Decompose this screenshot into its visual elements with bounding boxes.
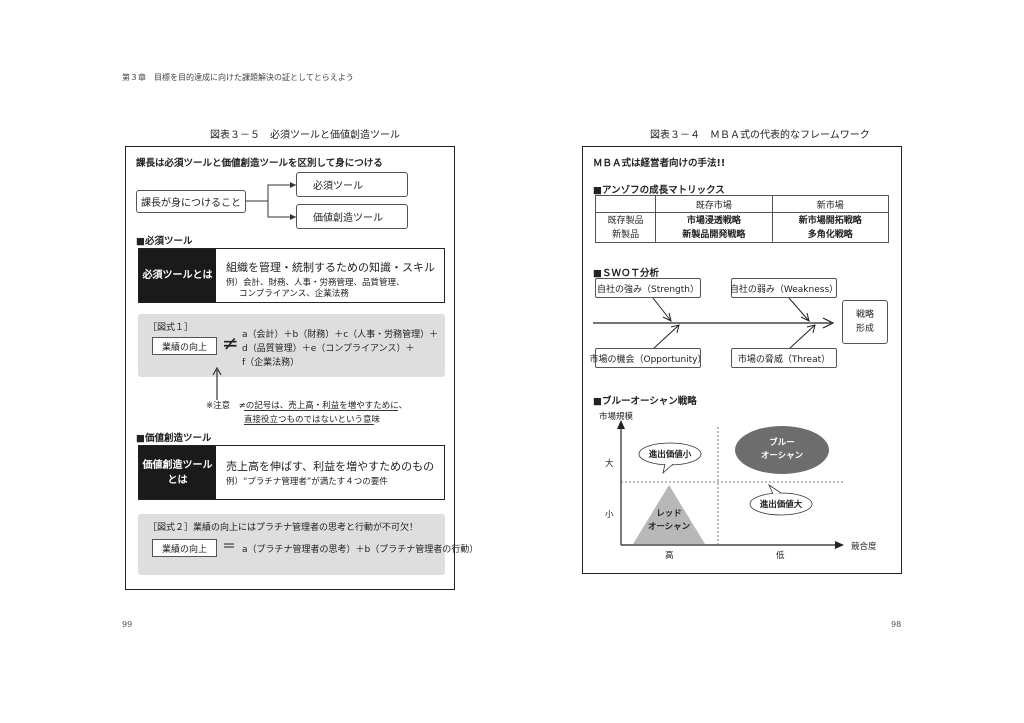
blue-ocean-line-1: ブルー — [769, 438, 795, 448]
essential-example-1: 例）会計、財務、人事・労務管理、品質管理、 — [226, 278, 405, 288]
note-underline-2 — [244, 424, 374, 425]
note-arrow — [212, 366, 222, 400]
note-line-2: 直接役立つものではないという意味 — [244, 415, 381, 425]
ansoff-row-labels: 既存製品 新製品 — [594, 212, 657, 243]
figure-1-line-3: f（企業法務） — [242, 358, 300, 368]
value-definition-box: 価値創造ツール とは 売上高を伸ばす、利益を増やすためのもの 例）“プラチナ管理… — [138, 445, 445, 500]
bubble-high-value: 進出価値大 — [759, 500, 803, 510]
figure-2-panel: ［図式２］業績の向上にはプラチナ管理者の思考と行動が不可欠！ 業績の向上 ＝ a… — [138, 514, 478, 575]
left-figure-title: 図表３－５ 必須ツールと価値創造ツール — [210, 130, 400, 141]
blue-ocean-line-2: オーシャン — [760, 451, 804, 461]
figure-2-formula: a（プラチナ管理者の思考）＋b（プラチナ管理者の行動） — [242, 545, 479, 555]
left-heading: 課長は必須ツールと価値創造ツールを区別して身につける — [136, 158, 383, 169]
blue-ocean-label: ブルー オーシャン — [735, 437, 829, 463]
market-development: 新市場開拓戦略 — [798, 215, 862, 226]
ansoff-matrix: 既存市場 新市場 既存製品 新製品 市場浸透戦略 新製品開発戦略 新市場開拓戦略… — [594, 195, 890, 243]
blue-ocean-chart — [617, 420, 845, 549]
ansoff-new-market-cells: 新市場開拓戦略 多角化戦略 — [771, 212, 890, 243]
ansoff-row-existing-product: 既存製品 — [607, 215, 644, 226]
swot-fishbone — [593, 297, 835, 350]
x-high-label: 高 — [665, 551, 674, 561]
red-ocean-label: レッド オーシャン — [641, 508, 697, 534]
ansoff-col-existing-market: 既存市場 — [655, 195, 773, 213]
not-equal-symbol: ≠ — [222, 331, 239, 355]
swot-strength: 自社の強み（Strength） — [595, 278, 701, 298]
diversification: 多角化戦略 — [807, 229, 853, 240]
red-ocean-line-1: レッド — [656, 509, 682, 519]
chapter-header: 第３章 目標を目的達成に向けた課題解決の証としてとらえよう — [122, 73, 354, 82]
swot-result-line-2: 形成 — [855, 324, 874, 334]
figure-1-line-2: d（品質管理）＋e（コンプライアンス）＋ — [242, 344, 415, 354]
swot-strategy-box: 戦略 形成 — [842, 300, 888, 344]
ansoff-title: ■アンゾフの成長マトリックス — [593, 185, 725, 196]
y-high-label: 大 — [605, 459, 614, 469]
tree-connector — [246, 182, 296, 220]
swot-weakness: 自社の弱み（Weakness） — [730, 278, 838, 298]
market-penetration: 市場浸透戦略 — [686, 215, 741, 226]
root-box: 課長が身につけること — [136, 190, 246, 213]
left-figure-frame: 課長は必須ツールと価値創造ツールを区別して身につける 課長が身につけること 必須… — [125, 146, 478, 590]
ansoff-col-new-market: 新市場 — [771, 195, 890, 213]
figure-1-line-1: a（会計）＋b（財務）＋c（人事・労務管理）＋ — [242, 330, 439, 340]
note-underline-1 — [244, 410, 398, 411]
right-page-number: 98 — [891, 620, 902, 629]
figure-1-performance: 業績の向上 — [152, 337, 217, 355]
value-label-line-2: とは — [167, 474, 188, 486]
essential-main-text: 組織を管理・統制するための知識・スキル — [226, 261, 435, 274]
blue-ocean-title: ■ブルーオーシャン戦略 — [593, 396, 697, 407]
equal-symbol: ＝ — [222, 539, 236, 555]
value-main-text: 売上高を伸ばす、利益を増やすためのもの — [226, 460, 435, 473]
branch-essential-tools: 必須ツール — [296, 172, 408, 197]
left-page-number: 99 — [122, 620, 133, 629]
note-line-1: ※注意 ≠の記号は、売上高・利益を増やすために、 — [206, 401, 407, 411]
swot-title: ■ＳＷＯＴ分析 — [593, 268, 659, 279]
essential-label: 必須ツールとは — [139, 249, 216, 302]
x-axis-label: 競合度 — [851, 542, 877, 552]
value-label: 価値創造ツール とは — [139, 446, 216, 499]
swot-result-line-1: 戦略 — [855, 310, 874, 320]
section-value: ■価値創造ツール — [136, 433, 212, 444]
figure-2-performance: 業績の向上 — [152, 539, 217, 557]
ansoff-corner — [594, 195, 657, 213]
swot-threat: 市場の脅威（Threat） — [731, 348, 837, 368]
right-figure-title: 図表３－４ ＭＢＡ式の代表的なフレームワーク — [650, 130, 870, 141]
figure-2-tag: ［図式２］業績の向上にはプラチナ管理者の思考と行動が不可欠！ — [148, 523, 419, 533]
branch-value-tools: 価値創造ツール — [296, 204, 408, 229]
essential-definition-box: 必須ツールとは 組織を管理・統制するための知識・スキル 例）会計、財務、人事・労… — [138, 248, 445, 303]
y-low-label: 小 — [605, 510, 614, 520]
right-heading: ＭＢＡ式は経営者向けの手法!! — [593, 158, 726, 169]
bubble-low-value: 進出価値小 — [648, 450, 692, 460]
value-example: 例）“プラチナ管理者”が満たす４つの要件 — [226, 477, 388, 487]
figure-1-tag: ［図式１］ — [148, 323, 194, 333]
essential-example-2: コンプライアンス、企業法務 — [239, 289, 349, 299]
ansoff-row-new-product: 新製品 — [612, 229, 640, 240]
ansoff-existing-market-cells: 市場浸透戦略 新製品開発戦略 — [655, 212, 773, 243]
y-axis-label: 市場規模 — [599, 412, 634, 422]
figure-1-panel: ［図式１］ 業績の向上 ≠ a（会計）＋b（財務）＋c（人事・労務管理）＋ d（… — [138, 314, 445, 377]
value-label-line-1: 価値創造ツール — [142, 459, 213, 471]
swot-opportunity: 市場の機会（Opportunity） — [590, 348, 707, 368]
red-ocean-line-2: オーシャン — [647, 522, 691, 532]
right-figure-frame: ＭＢＡ式は経営者向けの手法!! ■アンゾフの成長マトリックス 既存市場 新市場 … — [582, 146, 902, 574]
section-essential: ■必須ツール — [136, 236, 193, 247]
x-low-label: 低 — [776, 551, 785, 561]
product-development: 新製品開発戦略 — [682, 229, 746, 240]
